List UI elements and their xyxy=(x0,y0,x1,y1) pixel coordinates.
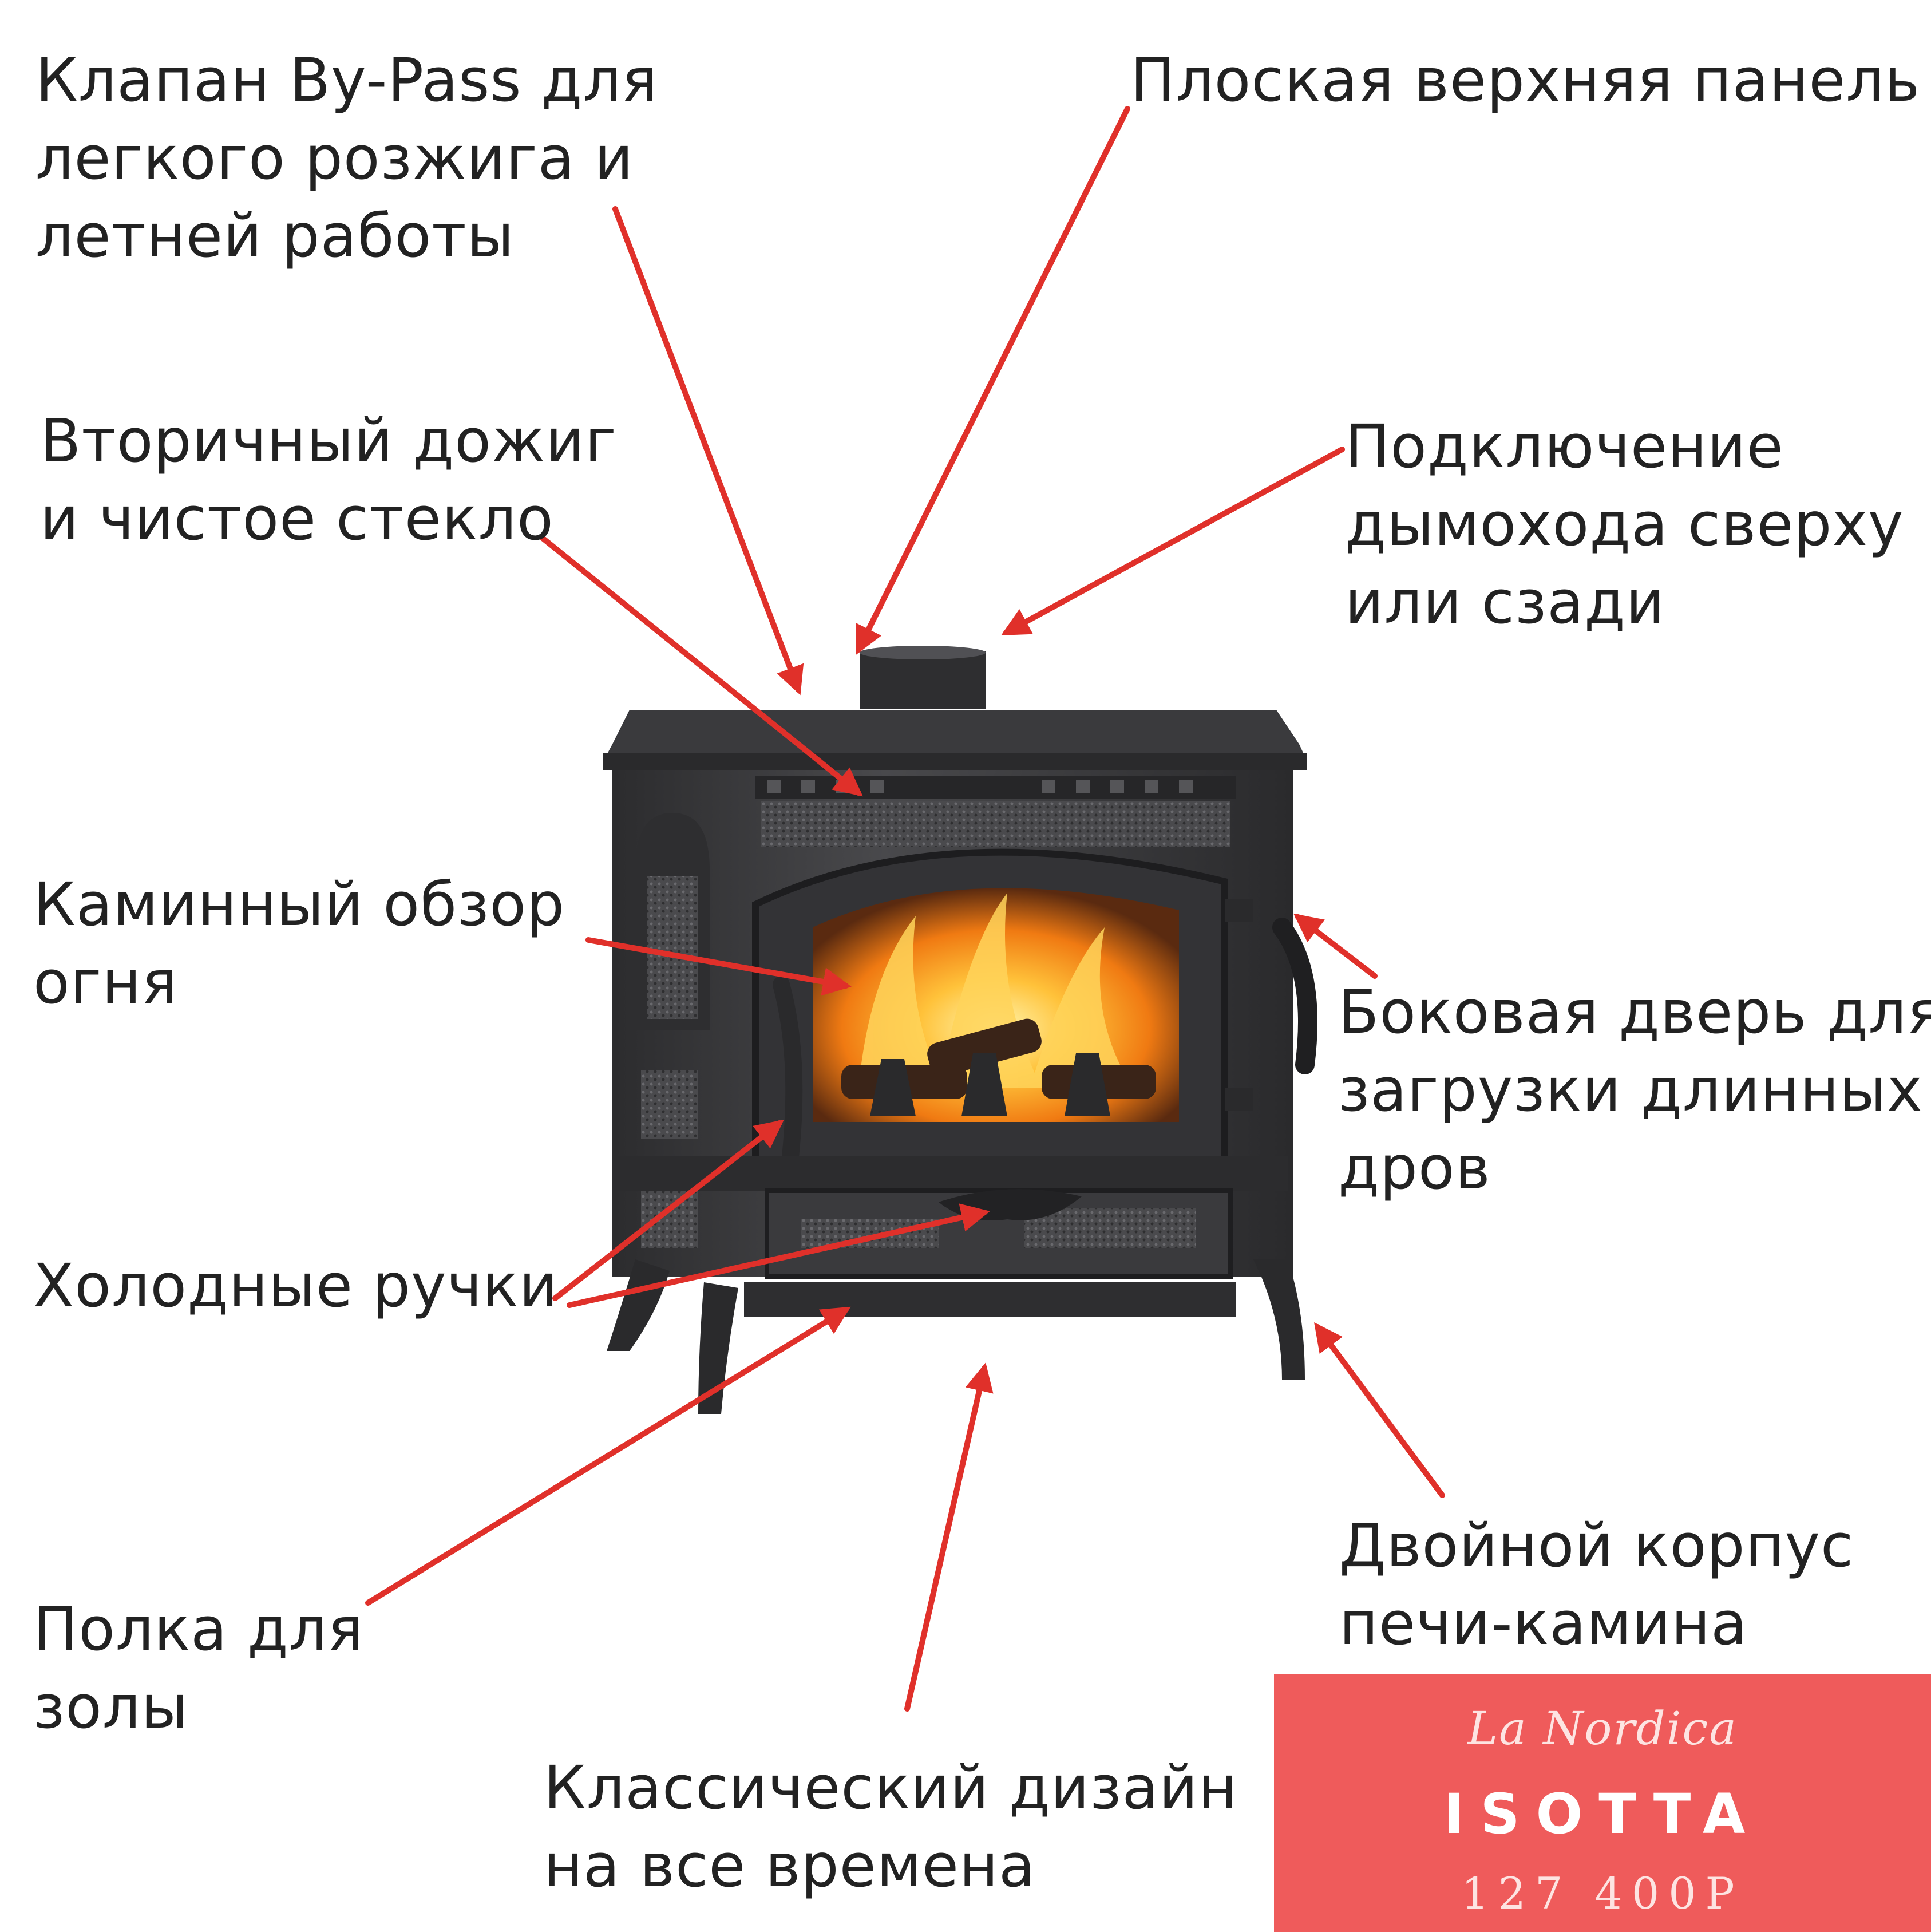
arrow-view xyxy=(585,937,852,996)
arrow-secondary xyxy=(540,535,863,797)
label-classic-design: Классический дизайн на все времена xyxy=(544,1753,1238,1901)
arrow-bypass xyxy=(612,206,804,696)
label-bypass: Клапан By-Pass для легкого розжига и лет… xyxy=(35,45,658,271)
label-top-panel: Плоская верхняя панель xyxy=(1130,45,1921,115)
product-price-box: La Nordica ISOTTA 127 400Р xyxy=(1274,1674,1931,1932)
label-fire-view: Каминный обзор огня xyxy=(33,870,565,1017)
label-flue-connection: Подключение дымохода сверху или сзади xyxy=(1345,412,1904,637)
label-secondary-burn: Вторичный дожиг и чистое стекло xyxy=(40,406,617,554)
arrow-classic xyxy=(904,1362,994,1712)
stove xyxy=(603,646,1317,1414)
arrow-handle-drawer xyxy=(567,1203,990,1308)
label-side-door: Боковая дверь для загрузки длинных дров xyxy=(1338,977,1931,1203)
product-price: 127 400Р xyxy=(1461,1868,1744,1919)
brand-name: La Nordica xyxy=(1467,1702,1738,1755)
arrow-handle-front xyxy=(552,1119,784,1301)
arrow-ash xyxy=(365,1306,851,1606)
arrow-top-panel xyxy=(856,106,1130,655)
arrow-double-body xyxy=(1314,1322,1445,1498)
callout-arrows xyxy=(365,106,1445,1712)
top-plate xyxy=(603,710,1307,761)
label-cold-handles: Холодные ручки xyxy=(33,1251,559,1321)
arrow-flue xyxy=(1001,447,1345,635)
label-double-body: Двойной корпус печи-камина xyxy=(1339,1511,1854,1658)
model-name: ISOTTA xyxy=(1443,1782,1762,1846)
door-handle xyxy=(773,976,803,1171)
side-door-handle xyxy=(1272,918,1317,1074)
flue-pipe xyxy=(860,651,986,709)
stove-leg-right xyxy=(1253,1259,1305,1380)
label-ash-shelf: Полка для золы xyxy=(33,1594,364,1742)
arrow-side-door xyxy=(1293,913,1378,979)
ash-shelf xyxy=(744,1282,1236,1317)
stove-leg-left xyxy=(607,1259,670,1351)
